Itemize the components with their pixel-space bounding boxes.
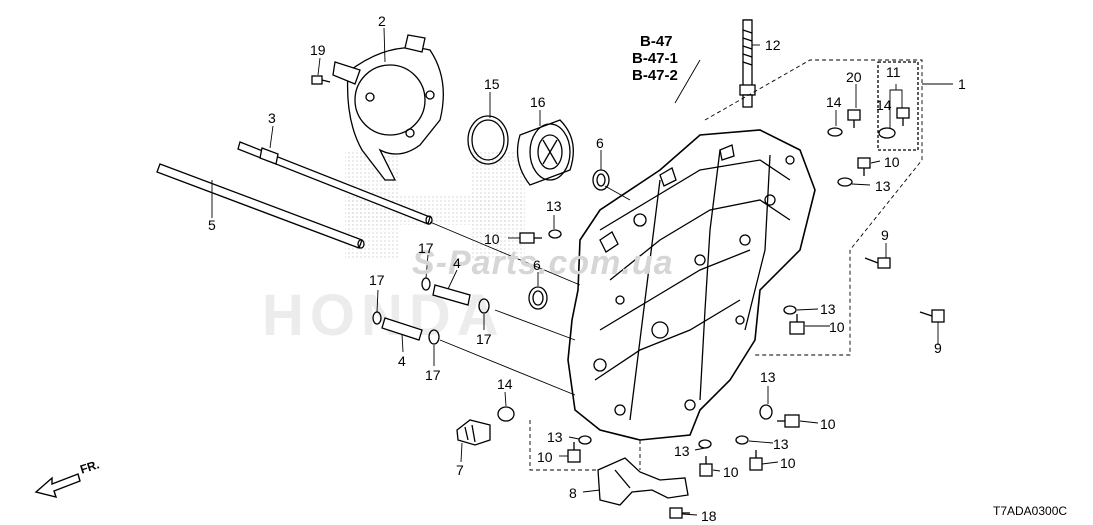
- washer-part-14-kit: [878, 127, 896, 139]
- callout-part-15[interactable]: 15: [484, 76, 500, 92]
- callout-part-17-c[interactable]: 17: [369, 272, 385, 288]
- callout-part-14-upper[interactable]: 14: [826, 94, 842, 110]
- reference-page-b47[interactable]: B-47: [640, 33, 673, 50]
- callout-part-10-e[interactable]: 10: [537, 449, 553, 465]
- reference-page-b47-1[interactable]: B-47-1: [632, 50, 678, 67]
- front-arrow-icon: [34, 473, 81, 498]
- bolt-part-9-lower: [919, 309, 945, 323]
- callout-part-6-upper[interactable]: 6: [596, 135, 604, 151]
- bolt-part-10-e: [567, 442, 581, 463]
- callout-part-14-kit[interactable]: 14: [876, 97, 892, 113]
- washer-part-13-c: [783, 305, 797, 315]
- diagram-code: T7ADA0300C: [993, 504, 1068, 518]
- bearing-part-16: [516, 119, 574, 186]
- callout-part-17-b[interactable]: 17: [476, 331, 492, 347]
- o-ring-part-17-d: [428, 329, 440, 345]
- callout-part-9-upper[interactable]: 9: [881, 227, 889, 243]
- washer-part-13-g: [735, 435, 749, 445]
- bolt-part-11: [896, 107, 910, 126]
- washer-part-13-d: [759, 404, 773, 420]
- callout-part-12[interactable]: 12: [765, 37, 781, 53]
- bolt-part-19: [311, 75, 331, 85]
- washer-part-14-upper: [827, 127, 843, 137]
- site-watermark: S-Parts.com.ua: [412, 244, 674, 282]
- callout-part-14-lower[interactable]: 14: [497, 376, 513, 392]
- callout-part-11[interactable]: 11: [886, 64, 901, 80]
- callout-part-10-c[interactable]: 10: [829, 319, 845, 335]
- washer-part-13-a: [548, 229, 562, 239]
- callout-part-9-lower[interactable]: 9: [934, 340, 942, 356]
- transmission-case-part-1: [567, 129, 816, 441]
- washer-part-13-f: [698, 439, 712, 449]
- callout-part-5[interactable]: 5: [208, 217, 216, 233]
- stud-bolt-part-12: [739, 19, 756, 108]
- callout-part-10-g[interactable]: 10: [780, 455, 796, 471]
- breather-part-7: [456, 419, 491, 446]
- callout-part-13-b[interactable]: 13: [875, 178, 891, 194]
- snap-ring-part-15: [467, 115, 509, 165]
- callout-part-7[interactable]: 7: [456, 462, 464, 478]
- callout-part-17-d[interactable]: 17: [425, 367, 441, 383]
- callout-part-10-b[interactable]: 10: [884, 154, 900, 170]
- callout-part-13-c[interactable]: 13: [820, 301, 836, 317]
- bolt-part-9-upper: [864, 257, 891, 269]
- o-ring-part-17-b: [478, 298, 490, 314]
- bolt-part-10-b: [857, 157, 871, 176]
- oil-seal-part-6-lower: [528, 286, 548, 310]
- reference-page-b47-2[interactable]: B-47-2: [632, 67, 678, 84]
- o-ring-part-17-c: [372, 311, 382, 325]
- callout-part-16[interactable]: 16: [530, 94, 546, 110]
- callout-part-13-a[interactable]: 13: [546, 198, 562, 214]
- callout-part-13-f[interactable]: 13: [674, 443, 690, 459]
- callout-part-2[interactable]: 2: [378, 13, 386, 29]
- shaft-part-3: [237, 141, 433, 225]
- bolt-part-10-f: [699, 456, 713, 477]
- bolt-part-10-d: [777, 414, 800, 428]
- kit-box-part-11: [877, 61, 919, 151]
- bolt-part-18: [669, 507, 690, 519]
- bolt-part-10-c: [789, 314, 805, 335]
- bolt-part-20: [847, 109, 861, 128]
- dowel-pin-part-4-lower: [381, 317, 423, 341]
- bracket-part-8: [597, 457, 689, 506]
- callout-part-4-lower[interactable]: 4: [398, 353, 406, 369]
- callout-part-4-upper[interactable]: 4: [453, 255, 461, 271]
- washer-part-13-e: [578, 435, 592, 445]
- callout-part-13-e[interactable]: 13: [547, 429, 563, 445]
- callout-part-3[interactable]: 3: [268, 110, 276, 126]
- callout-part-13-d[interactable]: 13: [760, 369, 776, 385]
- callout-part-8[interactable]: 8: [569, 485, 577, 501]
- bolt-part-10-g: [749, 450, 763, 471]
- callout-part-1[interactable]: 1: [958, 76, 966, 92]
- callout-part-6-lower[interactable]: 6: [533, 257, 541, 273]
- callout-part-10-f[interactable]: 10: [723, 464, 739, 480]
- leader-lines: [211, 27, 953, 516]
- shaft-part-5: [156, 163, 365, 249]
- washer-part-14-lower: [497, 406, 515, 422]
- callout-part-13-g[interactable]: 13: [773, 436, 789, 452]
- callout-part-10-a[interactable]: 10: [484, 231, 500, 247]
- washer-part-13-b: [837, 177, 853, 187]
- dowel-pin-part-4-upper: [432, 284, 471, 306]
- callout-part-20[interactable]: 20: [846, 69, 862, 85]
- callout-part-17-a[interactable]: 17: [418, 240, 434, 256]
- bolt-part-10-a: [519, 232, 542, 244]
- callout-part-18[interactable]: 18: [701, 508, 717, 524]
- callout-part-19[interactable]: 19: [310, 42, 326, 58]
- baffle-plate-part-2: [332, 34, 444, 181]
- callout-part-10-d[interactable]: 10: [820, 416, 836, 432]
